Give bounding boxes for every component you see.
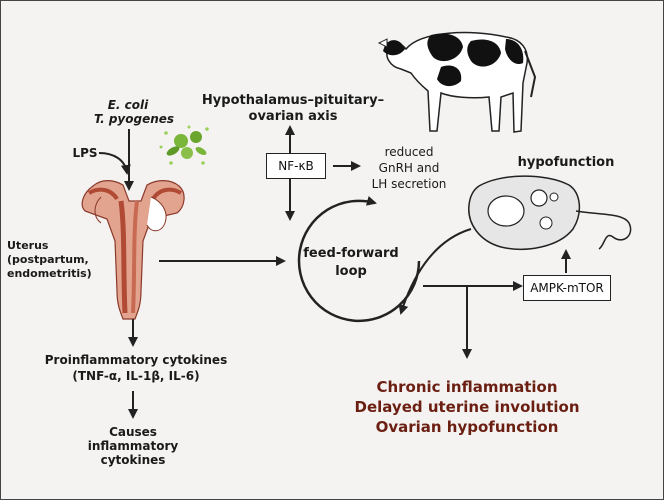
hpo-axis-label-line1: Hypothalamus–pituitary– <box>201 93 385 108</box>
cow-illustration <box>377 31 537 133</box>
loop-label-line1: feed-forward <box>303 246 399 261</box>
causes-label-line2: inflammatory <box>87 439 179 453</box>
cytokines-label-line1: Proinflammatory cytokines <box>44 353 228 367</box>
uterus-label-line2: (postpartum, <box>7 253 89 266</box>
reduced-label-line2: GnRH and <box>378 161 440 175</box>
ampk-mtor-box: AMPK-mTOR <box>523 275 611 301</box>
pathogen-tpyogenes-label: T. pyogenes <box>79 112 189 126</box>
causes-label-line3: cytokines <box>100 453 166 467</box>
lps-label: LPS <box>72 146 98 160</box>
causes-label-line1: Causes <box>109 425 157 439</box>
hpo-axis-label-line2: ovarian axis <box>248 109 338 124</box>
loop-circle-arrow <box>297 196 421 323</box>
pathogen-tpyogenes-text: T. pyogenes <box>93 112 175 126</box>
pathogen-ecoli-label: E. coli <box>107 98 149 112</box>
bacteria-illustration <box>159 125 209 165</box>
reduced-label-line1: reduced <box>384 145 434 159</box>
uterus-label-line3: endometritis) <box>7 267 92 280</box>
nfkb-box: NF-κB <box>266 153 326 179</box>
outcome-chronic-inflammation: Chronic inflammation <box>376 378 558 396</box>
cytokines-label-line2: (TNF-α, IL-1β, IL-6) <box>72 369 200 383</box>
uterus-illustration <box>81 180 185 320</box>
hypofunction-label: hypofunction <box>517 155 615 170</box>
reduced-label-line3: LH secretion <box>371 177 447 191</box>
outcome-ovarian-hypofunction: Ovarian hypofunction <box>375 418 559 436</box>
uterus-label-line1: Uterus <box>7 239 49 252</box>
ovary-illustration <box>468 175 632 250</box>
outcome-delayed-involution: Delayed uterine involution <box>354 398 580 416</box>
loop-label-line2: loop <box>335 264 367 279</box>
